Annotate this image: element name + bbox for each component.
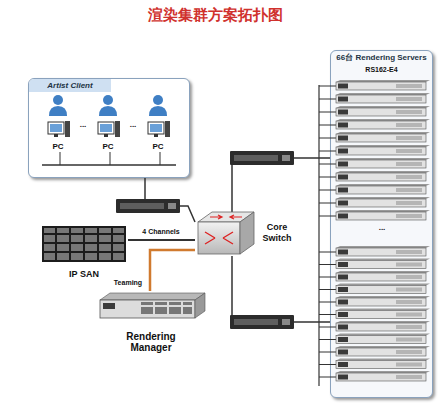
san-drives [44,228,124,260]
switch-label: Core Switch [257,222,297,244]
san-chassis [42,226,126,262]
diagram-title: 渲染集群方案拓扑图 [0,6,430,25]
server-bus [318,85,319,386]
manager-server: Rendering Manager [95,291,207,353]
manager-bays [140,302,192,316]
manager-side [195,293,205,318]
ellipsis-mark: ... [379,223,386,233]
server-label: Rendering Manager [111,331,191,353]
manager-panel [103,303,115,309]
pc-label: PC [102,142,113,152]
ellipsis-mark: ... [80,120,87,130]
group-heading: Artist Client [29,79,111,92]
network-link [232,256,330,322]
ellipsis-mark: ... [130,120,137,130]
storage-label: IP SAN [40,269,128,280]
core-arrows [210,215,242,219]
model-label: RS162-E4 [331,65,432,74]
core-front [198,222,240,254]
core-switch: Core Switch [195,212,297,256]
link-label: Teaming [114,278,142,288]
network-link [150,250,195,291]
core-top [198,212,254,222]
manager-front [100,300,195,318]
pc-label: PC [52,142,63,152]
group-heading: 66台 Rendering Servers [331,53,432,63]
storage-array: IP SAN [40,224,128,280]
client-group: Artist Client [28,78,190,178]
network-link [128,239,195,241]
network-link [232,158,330,212]
network-link [145,178,195,222]
manager-top [100,293,205,300]
link-label: 4 Channels [142,227,179,237]
core-arrows [205,232,233,244]
core-side [240,212,254,254]
pc-label: PC [152,142,163,152]
